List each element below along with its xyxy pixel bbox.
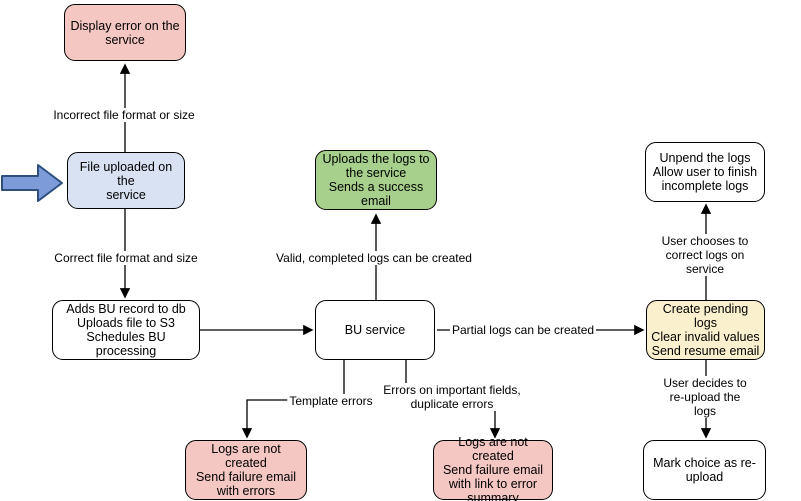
edge-label-incorrect-format: Incorrect file format or size (51, 108, 197, 122)
node-create-pending: Create pending logs Clear invalid values… (646, 300, 765, 360)
edge-label-correct-format: Correct file format and size (52, 251, 200, 265)
entry-point-arrow-icon (1, 164, 63, 202)
node-label: Create pending logs Clear invalid values… (651, 302, 760, 358)
edge-label-correct-on-service: User chooses to correct logs on service (657, 234, 753, 276)
node-logs-not-created-summary: Logs are not created Send failure email … (433, 435, 553, 501)
edge-label-template-errors: Template errors (287, 394, 375, 408)
edge-label-valid-logs: Valid, completed logs can be created (274, 251, 474, 265)
node-label: Adds BU record to db Uploads file to S3 … (66, 302, 186, 358)
node-label: File uploaded on the service (79, 159, 173, 202)
node-label: Mark choice as re- upload (653, 456, 756, 484)
node-label: Logs are not created Send failure email … (442, 435, 544, 501)
edge-label-partial-logs: Partial logs can be created (449, 323, 597, 337)
node-label: Uploads the logs to the service Sends a … (322, 152, 430, 208)
node-display-error: Display error on the service (64, 4, 186, 61)
node-adds-bu-record: Adds BU record to db Uploads file to S3 … (52, 300, 200, 360)
node-label: Unpend the logs Allow user to finish inc… (652, 151, 758, 193)
node-label: Display error on the service (70, 18, 180, 47)
node-label: BU service (344, 323, 406, 337)
node-label: Logs are not created Send failure email … (195, 442, 297, 498)
node-mark-reupload: Mark choice as re- upload (643, 440, 766, 500)
node-logs-not-created-errors: Logs are not created Send failure email … (185, 440, 307, 500)
edge-label-reupload: User decides to re-upload the logs (657, 376, 753, 418)
node-unpend-logs: Unpend the logs Allow user to finish inc… (645, 142, 765, 202)
node-bu-service: BU service (315, 300, 435, 360)
node-upload-success: Uploads the logs to the service Sends a … (315, 150, 437, 210)
node-file-uploaded: File uploaded on the service (67, 152, 185, 209)
edge-label-field-errors: Errors on important fields, duplicate er… (381, 383, 523, 411)
